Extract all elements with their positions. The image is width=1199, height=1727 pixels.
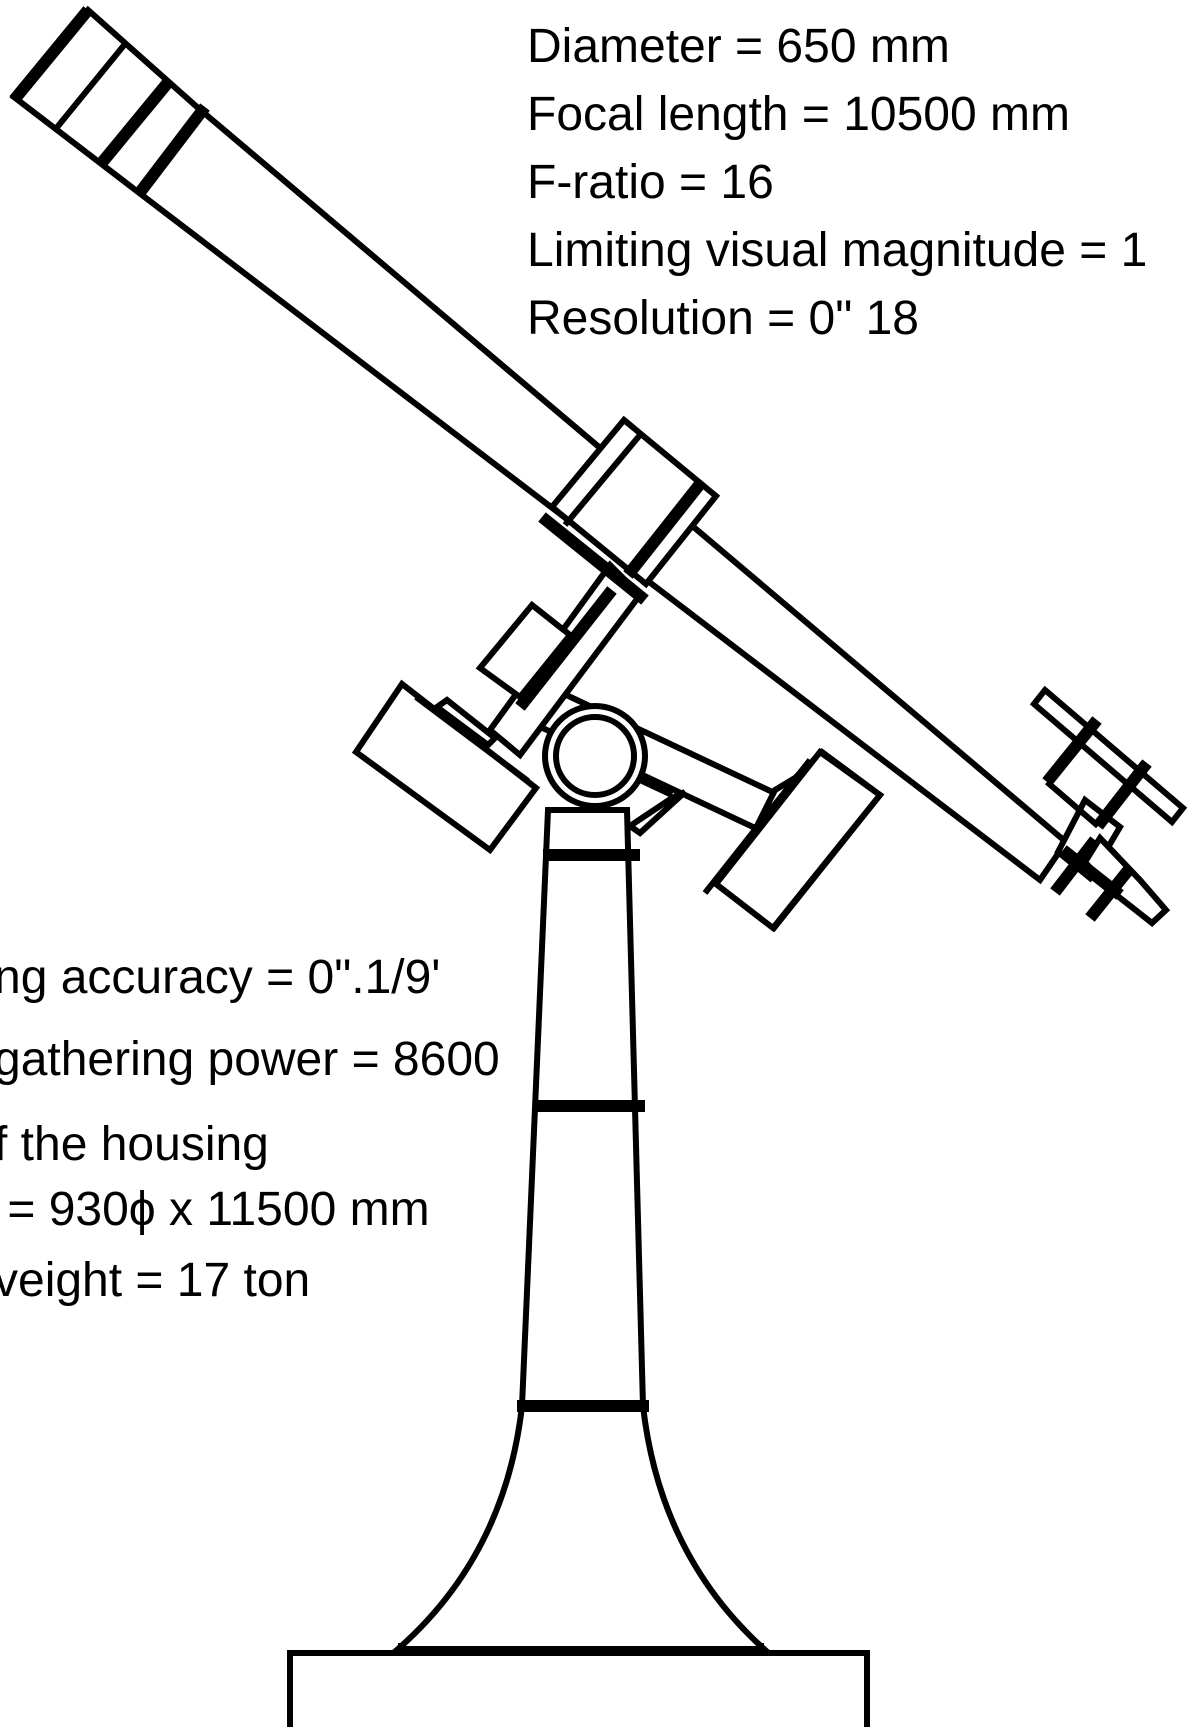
cradle-base: [538, 512, 649, 605]
spec-f-ratio: F-ratio = 16: [527, 156, 774, 209]
declination-band: [515, 586, 617, 711]
tube-ring-3: [95, 76, 175, 169]
spec-accuracy: ng accuracy = 0".1/9': [0, 951, 440, 1004]
spec-diameter: Diameter = 650 mm: [527, 20, 950, 73]
declination-axis: [351, 560, 644, 855]
eyepiece-assembly: [1029, 685, 1188, 927]
polar-axis-bracket: [624, 789, 688, 837]
finder-scope: [1029, 685, 1188, 827]
spec-weight: veight = 17 ton: [0, 1254, 310, 1307]
spec-limiting-magnitude: Limiting visual magnitude = 1: [527, 224, 1147, 277]
declination-collar: [475, 600, 575, 702]
tube-ring-2: [51, 42, 128, 133]
finder-bracket-2: [1093, 759, 1152, 830]
base-plate: [287, 1650, 870, 1727]
tube-ring-1: [9, 6, 93, 104]
pivot-ring-inner: [553, 714, 637, 798]
spec-housing-label: f the housing: [0, 1118, 269, 1171]
spec-housing-size: = 930ϕ x 11500 mm: [0, 1183, 430, 1236]
spec-focal-length: Focal length = 10500 mm: [527, 88, 1070, 141]
counterweight-left-hub: [431, 696, 500, 749]
counterweight-right-block: [711, 747, 885, 933]
tube-ring-4: [133, 103, 210, 199]
finder-bracket-1: [1042, 716, 1102, 786]
specs-top: Diameter = 650 mm Focal length = 10500 m…: [527, 20, 1147, 345]
spec-resolution: Resolution = 0" 18: [527, 292, 919, 345]
telescope-tube: [9, 5, 1071, 885]
pier: [390, 807, 772, 1652]
spec-light-power: gathering power = 8600: [0, 1033, 500, 1086]
tube-cradle: [547, 415, 721, 589]
specs-left: ng accuracy = 0".1/9' gathering power = …: [0, 951, 500, 1307]
